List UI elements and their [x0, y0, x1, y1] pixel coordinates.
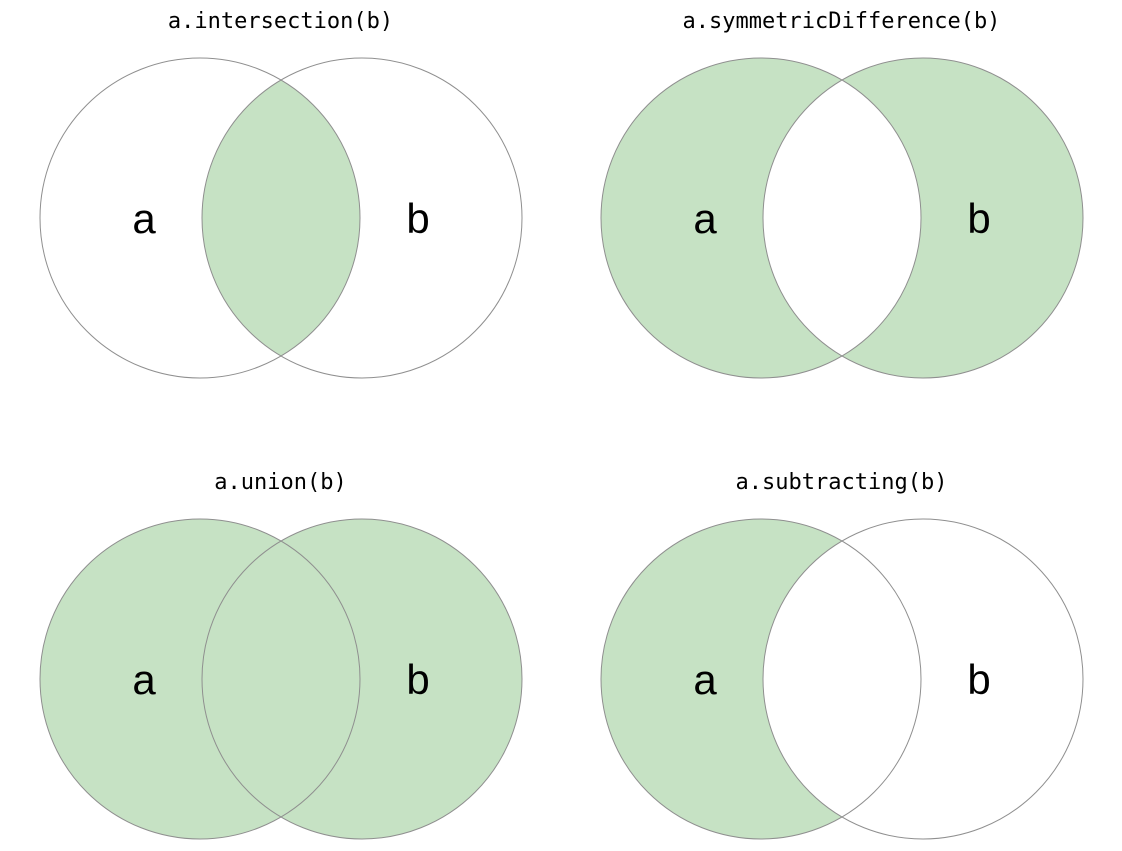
set-a-circle-outline	[39, 518, 361, 840]
intersection-region	[763, 519, 921, 839]
set-a-label: a	[132, 656, 156, 703]
intersection-region	[202, 58, 360, 378]
panel-title-intersection: a.intersection(b)	[167, 9, 394, 34]
set-b-circle-outline	[201, 518, 523, 840]
intersection-region	[763, 58, 921, 378]
set-a-label: a	[693, 195, 717, 242]
set-a-label: a	[693, 656, 717, 703]
panel-title-symmetric-difference: a.symmetricDifference(b)	[682, 9, 1001, 34]
panel-title-union: a.union(b)	[214, 470, 347, 495]
set-a-circle-outline	[600, 518, 922, 840]
panel-title-subtracting: a.subtracting(b)	[735, 470, 948, 495]
set-a-circle-outline	[39, 57, 361, 379]
set-b-label: b	[967, 656, 990, 703]
set-b-circle-outline	[201, 57, 523, 379]
set-a-circle-outline	[600, 57, 922, 379]
set-b-fill	[202, 519, 522, 839]
set-a-label: a	[132, 195, 156, 242]
set-b-circle-outline	[762, 57, 1084, 379]
set-b-label: b	[406, 656, 429, 703]
set-b-label: b	[967, 195, 990, 242]
set-b-label: b	[406, 195, 429, 242]
set-b-circle-outline	[762, 518, 1084, 840]
